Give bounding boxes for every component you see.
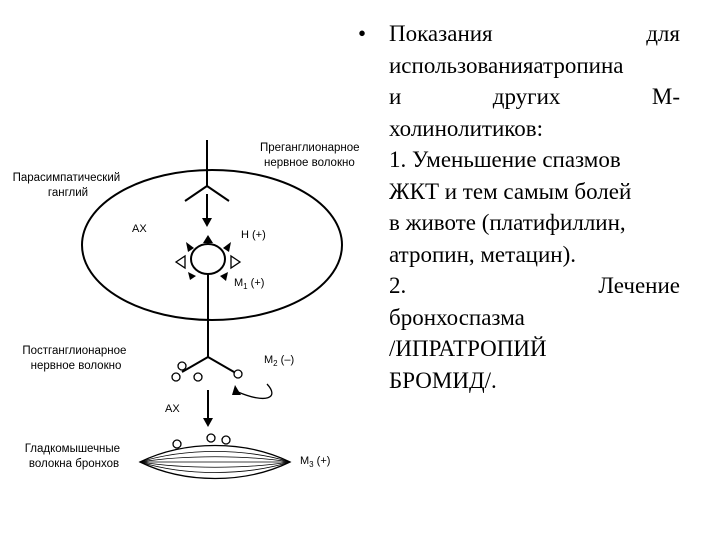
receptor-triangle-left — [176, 256, 185, 268]
m2-receptor-label: М2 (–) — [264, 354, 294, 368]
postganglionic-branch-right — [208, 357, 234, 372]
preganglionic-branch-right — [207, 186, 229, 201]
text-line: бронхоспазма — [358, 302, 680, 334]
n-receptor-triangle — [203, 235, 213, 243]
m3-receptor-circle — [207, 434, 215, 442]
presynaptic-receptor-circle — [234, 370, 242, 378]
postganglionic-label: Постганглионарное нервное волокно — [22, 345, 129, 372]
receptor-triangle-right — [231, 256, 240, 268]
smooth-muscle-fiber — [140, 462, 290, 467]
m2-feedback-arrowhead — [232, 385, 241, 395]
text-line: в животе (платифиллин, — [358, 207, 680, 239]
text-word: Показания — [389, 21, 493, 46]
presynaptic-receptor-circle — [172, 373, 180, 381]
m2-feedback-arrow — [238, 384, 272, 398]
preganglionic-branch-left — [185, 186, 207, 201]
m1-receptor-label: М1 (+) — [234, 277, 264, 291]
ach-arrowhead-bottom — [203, 418, 213, 427]
indications-text: •Показания для использованияатропина и д… — [358, 18, 680, 396]
text-line: 2. Лечение — [358, 270, 680, 302]
receptor-triangle-lower-right — [220, 272, 228, 281]
text-word: 2. — [389, 270, 406, 302]
bullet-marker: • — [358, 18, 389, 50]
receptor-triangle-upper-right — [223, 242, 231, 252]
text-word: М- — [652, 81, 680, 113]
m3-receptor-circle — [222, 436, 230, 444]
text-line: •Показания для — [358, 18, 680, 50]
text-word: и — [389, 81, 401, 113]
ach-label-top: АХ — [132, 223, 147, 235]
text-word: других — [493, 81, 561, 113]
text-line: 1. Уменьшение спазмов — [358, 144, 680, 176]
neuron-body — [191, 244, 225, 274]
text-line: ЖКТ и тем самым болей — [358, 176, 680, 208]
receptor-triangle-lower-left — [188, 272, 196, 280]
presynaptic-receptor-circle — [178, 362, 186, 370]
ach-arrowhead-top — [202, 218, 212, 227]
text-word: для — [646, 18, 680, 50]
text-word: Лечение — [598, 270, 680, 302]
n-receptor-label: Н (+) — [241, 229, 266, 241]
ganglion-label: Парасимпатический ганглий — [13, 172, 124, 199]
presynaptic-receptor-circle — [194, 373, 202, 381]
text-line: БРОМИД/. — [358, 365, 680, 397]
text-line: и других М- — [358, 81, 680, 113]
ach-label-bottom: АХ — [165, 403, 180, 415]
m3-receptor-circle — [173, 440, 181, 448]
text-line: холинолитиков: — [358, 113, 680, 145]
text-line: /ИПРАТРОПИЙ — [358, 333, 680, 365]
smooth-muscle-fiber — [140, 457, 290, 462]
m3-receptor-label: М3 (+) — [300, 455, 330, 469]
text-line: использованияатропина — [358, 50, 680, 82]
smooth-muscle-label: Гладкомышечные волокна бронхов — [25, 443, 124, 470]
preganglionic-label: Преганглионарное нервное волокно — [260, 142, 363, 169]
text-line: атропин, метацин). — [358, 239, 680, 271]
